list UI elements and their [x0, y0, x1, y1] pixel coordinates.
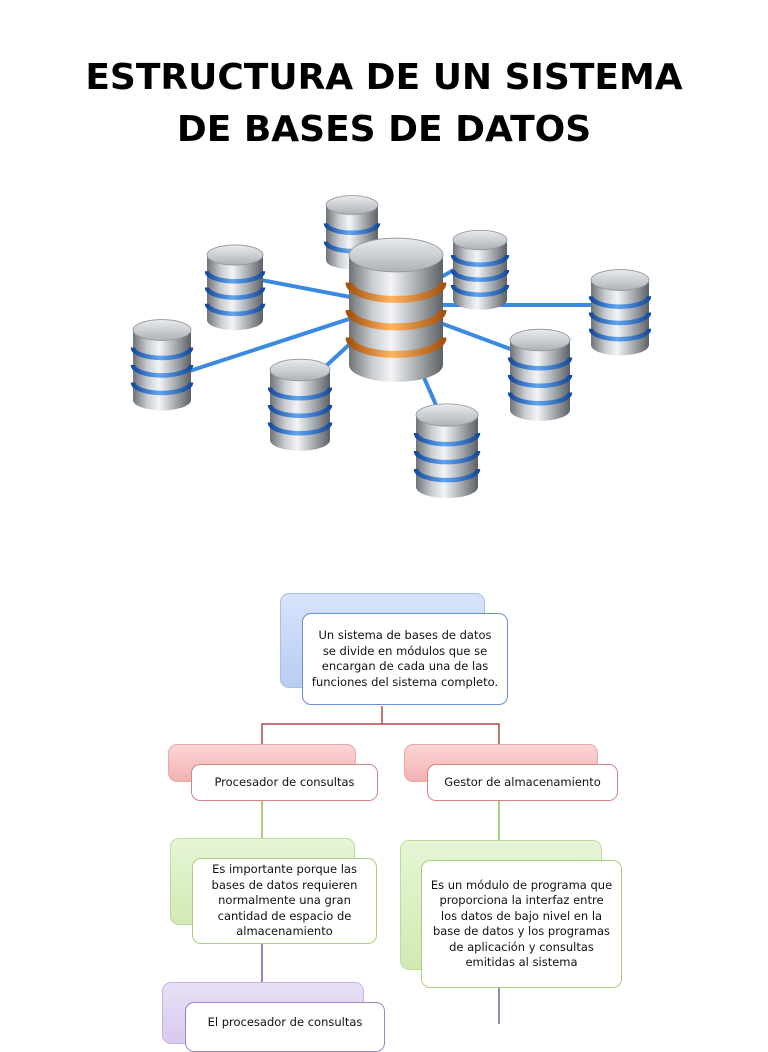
database-icon	[204, 244, 266, 331]
page-title: ESTRUCTURA DE UN SISTEMA DE BASES DE DAT…	[0, 52, 768, 156]
storage-manager-label: Gestor de almacenamiento	[444, 774, 601, 789]
central-database-icon	[345, 237, 447, 382]
title-line-1: ESTRUCTURA DE UN SISTEMA	[85, 57, 683, 98]
query-processor-description: Es importante porque las bases de datos …	[192, 858, 377, 944]
storage-manager-node: Gestor de almacenamiento	[427, 764, 618, 801]
database-network-icon	[130, 195, 652, 499]
query-processor-label: Procesador de consultas	[214, 774, 355, 789]
database-icon	[413, 403, 481, 499]
storage-manager-desc-text: Es un módulo de programa que proporciona…	[430, 877, 613, 970]
database-icon	[267, 358, 333, 451]
query-processor-desc-text: Es importante porque las bases de datos …	[211, 862, 358, 939]
query-processor-next-text: El procesador de consultas	[207, 1015, 363, 1029]
root-node: Un sistema de bases de datos se divide e…	[302, 613, 508, 705]
root-node-text: Un sistema de bases de datos se divide e…	[311, 628, 499, 689]
storage-manager-description: Es un módulo de programa que proporciona…	[421, 860, 622, 988]
query-processor-next-node: El procesador de consultas	[185, 1002, 385, 1052]
query-processor-node: Procesador de consultas	[191, 764, 378, 801]
title-line-2: DE BASES DE DATOS	[176, 109, 592, 150]
database-icon	[588, 269, 652, 356]
database-icon	[130, 319, 194, 411]
database-icon	[450, 229, 510, 310]
database-icon	[507, 328, 573, 421]
